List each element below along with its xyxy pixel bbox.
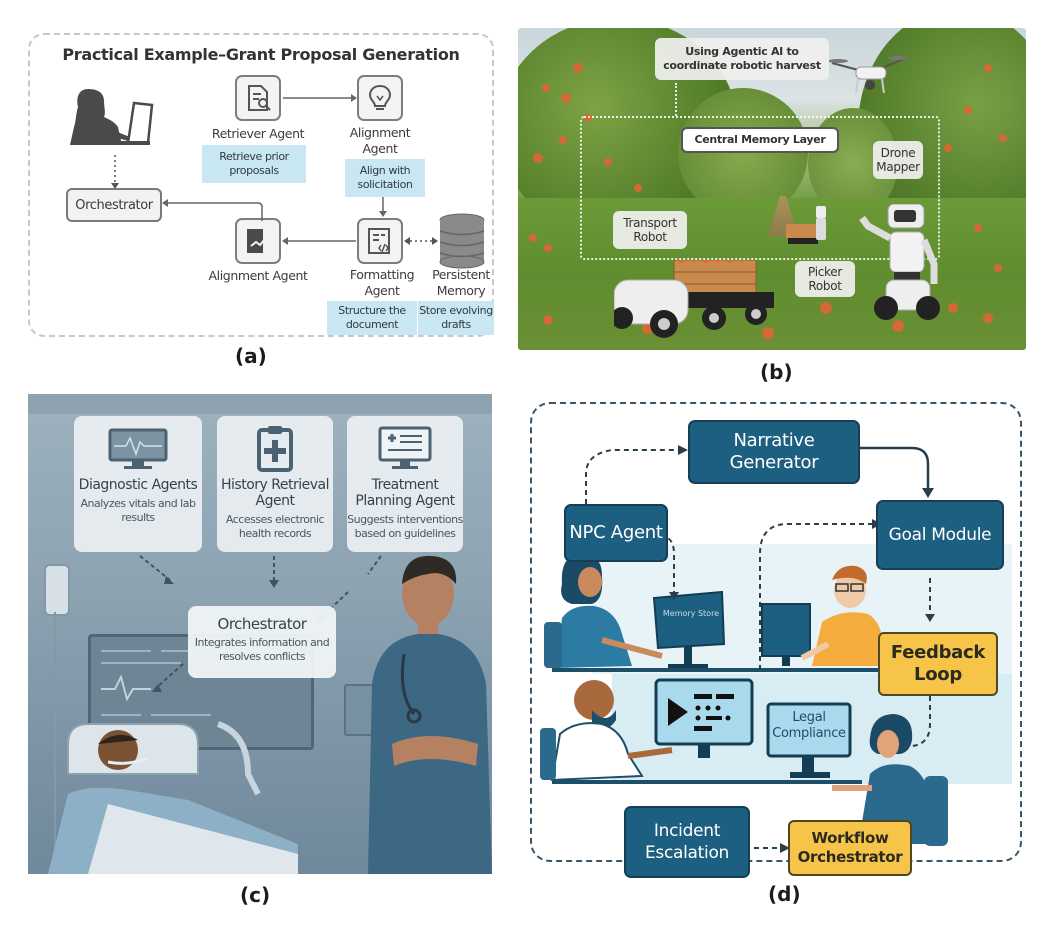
incident-escalation-box: Incident Escalation [624,806,750,878]
desk-bottom [552,780,862,784]
card-title: History Retrieval Agent [221,477,329,509]
dotted-bidirectional-arrow [404,237,438,245]
heart-monitor-icon [74,428,202,477]
retriever-note: Retrieve prior proposals [202,145,306,183]
card-desc: Accesses electronic health records [225,513,325,540]
card-desc: Analyzes vitals and lab results [80,497,196,524]
legal-compliance-label: Legal Compliance [772,710,846,741]
npc-agent-box: NPC Agent [564,504,668,562]
picker-robot-label: Picker Robot [795,261,855,297]
harvest-header-label: Using Agentic AI to coordinate robotic h… [655,38,829,80]
narrative-generator-box: Narrative Generator [688,420,860,484]
picker-robot [858,203,948,329]
history-retrieval-agent-card: History Retrieval Agent Accesses electro… [217,416,333,552]
medical-clipboard-icon [217,424,333,477]
arrow [282,237,356,245]
distant-robot [786,204,830,259]
arrow [162,199,263,221]
alignment-agent-top-label: Alignment Agent [349,125,411,156]
panel-d-workflow-illustration: Narrative Generator NPC Agent Goal Modul… [530,402,1022,878]
diagnostic-agents-card: Diagnostic Agents Analyzes vitals and la… [74,416,202,552]
lightbulb-icon [357,75,403,121]
arrow [283,94,357,102]
workflow-orchestrator-box: Workflow Orchestrator [788,820,912,876]
caption-c: (c) [240,883,271,907]
memory-note: Store evolving drafts [418,301,494,335]
caption-a: (a) [235,344,267,368]
panel-a-title: Practical Example–Grant Proposal Generat… [62,45,460,64]
memory-region-outline [580,116,940,260]
treatment-screen-icon [347,426,463,477]
code-document-icon [357,218,403,264]
memory-store-label: Memory Store [662,609,720,618]
desk-top [552,668,882,672]
panel-a-grant-proposal-diagram: Practical Example–Grant Proposal Generat… [28,33,494,337]
caption-b: (b) [760,360,793,384]
card-title: Treatment Planning Agent [355,477,455,509]
chart-check-icon [235,218,281,264]
treatment-planning-agent-card: Treatment Planning Agent Suggests interv… [347,416,463,552]
alignment-note: Align with solicitation [345,159,425,197]
iv-bag [44,564,70,616]
iv-pole [54,612,56,872]
orchestrator-desc: Integrates information and resolves conf… [194,636,330,663]
alignment-agent-bottom-label: Alignment Agent [208,268,308,283]
database-icon [438,213,486,274]
retriever-agent-label: Retriever Agent [211,126,305,141]
drone-mapper-label: Drone Mapper [873,141,923,179]
transport-robot [611,252,794,345]
tree-canopy [678,88,808,218]
document-search-icon [235,75,281,121]
feedback-loop-box: Feedback Loop [878,632,998,696]
drone-icon [828,53,908,104]
transport-robot-label: Transport Robot [613,211,687,249]
caption-d: (d) [768,882,801,906]
doctor-figure [358,554,492,874]
orchestrator-card: Orchestrator Integrates information and … [188,606,336,678]
card-title: Diagnostic Agents [78,477,198,493]
person-laptop-icon [70,83,158,158]
arrow [379,197,387,217]
orchestrator-title: Orchestrator [217,615,307,633]
persistent-memory-label: Persistent Memory [432,267,490,298]
formatting-note: Structure the document [327,301,417,335]
panel-b-orchard-harvest-image: Using Agentic AI to coordinate robotic h… [518,28,1026,350]
ceiling [28,394,492,414]
formatting-agent-label: Formatting Agent [349,267,415,298]
dotted-arrow [111,155,119,189]
dotted-connector [675,83,677,116]
goal-module-box: Goal Module [876,500,1004,570]
card-desc: Suggests interventions based on guidelin… [347,513,463,540]
panel-c-hospital-illustration: Diagnostic Agents Analyzes vitals and la… [28,394,492,874]
orchestrator-box: Orchestrator [66,188,162,222]
central-memory-layer-label: Central Memory Layer [681,127,839,153]
patient-in-bed [48,714,298,874]
